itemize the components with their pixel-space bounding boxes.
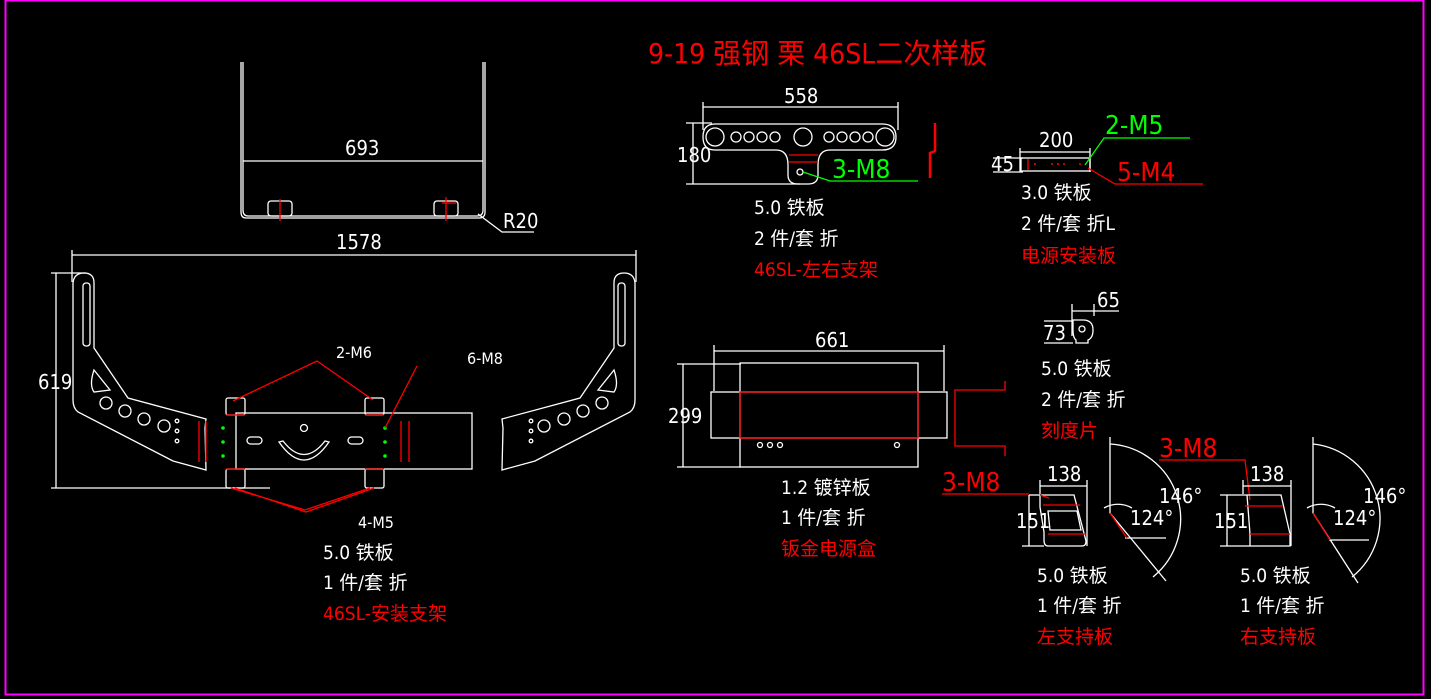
- callout-3-m8-green: 3-M8: [832, 155, 890, 185]
- bottom-tab-right: [364, 468, 385, 489]
- leader-2-m5: [1084, 137, 1190, 166]
- side-bracket-material: 5.0 铁板: [754, 197, 825, 219]
- scale-plate-material: 5.0 铁板: [1041, 358, 1112, 380]
- leader-5-m4: [1087, 167, 1203, 185]
- dim-151-left: 151: [1016, 509, 1050, 533]
- mount-frame-material: 5.0 铁板: [323, 542, 394, 564]
- dim-299: 299: [668, 404, 702, 428]
- arc-124-left: [1103, 503, 1133, 509]
- left-slot: [82, 282, 91, 347]
- leader-r20: [477, 213, 534, 233]
- bracket-outline: [702, 123, 897, 185]
- callout-5-m4: 5-M4: [1117, 158, 1175, 188]
- dim-65: 65: [1097, 288, 1120, 312]
- top-view-inner-outline: [242, 62, 484, 217]
- bottom-tab-left: [225, 468, 246, 489]
- right-arm: [501, 272, 636, 471]
- dim-1578: 1578: [336, 230, 382, 254]
- power-plate-name: 电源安装板: [1021, 245, 1116, 267]
- callout-3-m8-box: 3-M8: [942, 468, 1000, 498]
- right-support-drawing: 3-M8 138 151 146° 124°: [1159, 434, 1406, 584]
- dim-r20: R20: [503, 209, 538, 233]
- dim-200: 200: [1039, 128, 1073, 152]
- dim-661: 661: [815, 328, 849, 352]
- left-support-material: 5.0 铁板: [1037, 565, 1108, 587]
- dim-45: 45: [991, 152, 1014, 176]
- mount-frame-front-view: 1578 619: [38, 230, 637, 532]
- leader-3-m8-right: [1159, 459, 1251, 501]
- angle-146-left: 146°: [1159, 484, 1202, 508]
- green-holes: [221, 426, 387, 458]
- side-bracket-quantity: 2 件/套 折: [754, 228, 839, 250]
- top-view-outline: [240, 62, 486, 219]
- power-plate-material: 3.0 铁板: [1021, 182, 1092, 204]
- left-lightening-holes: [90, 368, 180, 444]
- angle-146-right: 146°: [1363, 484, 1406, 508]
- scale-plate-quantity: 2 件/套 折: [1041, 389, 1126, 411]
- box-side-profile: [954, 381, 1006, 456]
- dim-138-right: 138: [1250, 462, 1284, 486]
- callout-4-m5: 4-M5: [358, 513, 394, 532]
- left-support-drawing: 138 151 146° 124°: [1016, 437, 1202, 582]
- angle-124-left: 124°: [1130, 506, 1173, 530]
- callout-2-m6: 2-M6: [336, 343, 372, 362]
- power-box-drawing: 661 299 3-M8: [668, 328, 1029, 498]
- arc-146-left: [1109, 443, 1182, 578]
- left-support-name: 左支持板: [1037, 626, 1113, 648]
- mount-frame-name: 46SL-安装支架: [323, 603, 447, 625]
- scale-plate-drawing: 65 73: [1043, 288, 1120, 345]
- leader-2-m6: [232, 360, 374, 402]
- leader-4-m5: [230, 487, 371, 511]
- arc-124-right: [1306, 503, 1336, 509]
- box-outline: [739, 362, 919, 468]
- side-bracket-drawing: 558 180 3-M8: [677, 84, 937, 185]
- box-inner: [739, 391, 919, 439]
- mount-frame-top-view: 693 R20: [240, 62, 538, 233]
- drawing-frame: [4, 0, 1425, 696]
- left-support-outline: [1039, 494, 1087, 547]
- left-arm: [72, 272, 207, 471]
- power-box-material: 1.2 镀锌板: [781, 477, 871, 499]
- dim-558: 558: [784, 84, 818, 108]
- callout-3-m8-right: 3-M8: [1159, 434, 1217, 464]
- dim-151-right: 151: [1214, 509, 1248, 533]
- side-profile: [928, 123, 937, 178]
- mount-frame-quantity: 1 件/套 折: [323, 572, 408, 594]
- right-support-name: 右支持板: [1240, 626, 1316, 648]
- scale-plate-outline: [1072, 319, 1094, 344]
- arc-slot: [277, 440, 331, 461]
- slot-oval-right: [347, 436, 364, 445]
- leader-6-m8: [384, 365, 418, 429]
- power-box-quantity: 1 件/套 折: [781, 507, 866, 529]
- power-mount-plate-drawing: 200 45 2-M5 5-M4: [991, 111, 1203, 188]
- dim-619: 619: [38, 370, 72, 394]
- center-plate: [235, 412, 473, 470]
- scale-plate-name: 刻度片: [1041, 420, 1098, 442]
- power-plate-quantity: 2 件/套 折L: [1021, 213, 1115, 235]
- plate-outline: [1020, 157, 1091, 172]
- slot-oval-left: [246, 436, 263, 445]
- box-flanges: [710, 391, 948, 439]
- right-support-quantity: 1 件/套 折: [1240, 595, 1325, 617]
- callout-6-m8: 6-M8: [467, 349, 503, 368]
- right-slot: [617, 282, 626, 347]
- right-lightening-holes: [528, 368, 618, 444]
- arc-146-right: [1312, 443, 1381, 578]
- dim-73: 73: [1043, 321, 1066, 345]
- dim-138-left: 138: [1047, 462, 1081, 486]
- right-support-material: 5.0 铁板: [1240, 565, 1311, 587]
- drawing-title: 9-19 强钢 栗 46SL二次样板: [648, 37, 987, 70]
- angle-124-right: 124°: [1333, 506, 1376, 530]
- left-support-quantity: 1 件/套 折: [1037, 595, 1122, 617]
- callout-2-m5: 2-M5: [1105, 111, 1163, 141]
- center-hole: [299, 423, 309, 433]
- leader-3-m8-green: [802, 171, 918, 182]
- power-box-name: 钣金电源盒: [781, 538, 876, 560]
- side-bracket-name: 46SL-左右支架: [754, 259, 878, 281]
- dim-693: 693: [345, 136, 379, 160]
